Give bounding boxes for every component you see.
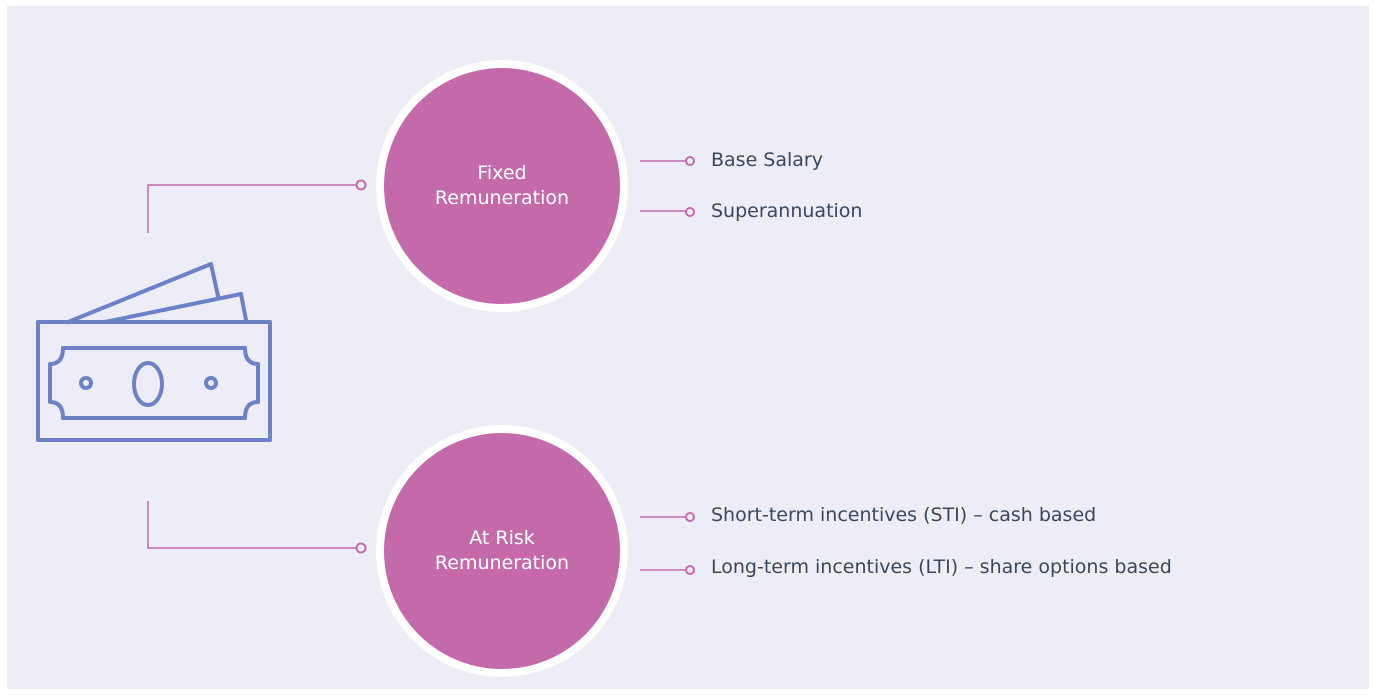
at-risk-remuneration-title-line2: Remuneration — [434, 552, 570, 574]
money-bills-icon — [36, 262, 272, 442]
item-long-term-incentives: Long-term incentives (LTI) – share optio… — [711, 556, 1172, 578]
at-risk-remuneration-title-line1: At Risk — [469, 527, 535, 549]
fixed-remuneration-circle: Fixed Remuneration — [376, 60, 628, 312]
connector-at-risk — [147, 501, 367, 554]
fixed-remuneration-title-line2: Remuneration — [434, 187, 570, 209]
item-superannuation: Superannuation — [711, 200, 863, 222]
fixed-remuneration-title-line1: Fixed — [477, 162, 527, 184]
item-base-salary: Base Salary — [711, 149, 823, 171]
connector-base-salary — [640, 156, 695, 166]
connector-fixed — [147, 179, 367, 233]
connector-sti — [640, 512, 695, 522]
item-short-term-incentives: Short-term incentives (STI) – cash based — [711, 504, 1097, 526]
connector-lti — [640, 565, 695, 575]
connector-superannuation — [640, 207, 695, 217]
at-risk-remuneration-circle: At Risk Remuneration — [376, 425, 628, 677]
